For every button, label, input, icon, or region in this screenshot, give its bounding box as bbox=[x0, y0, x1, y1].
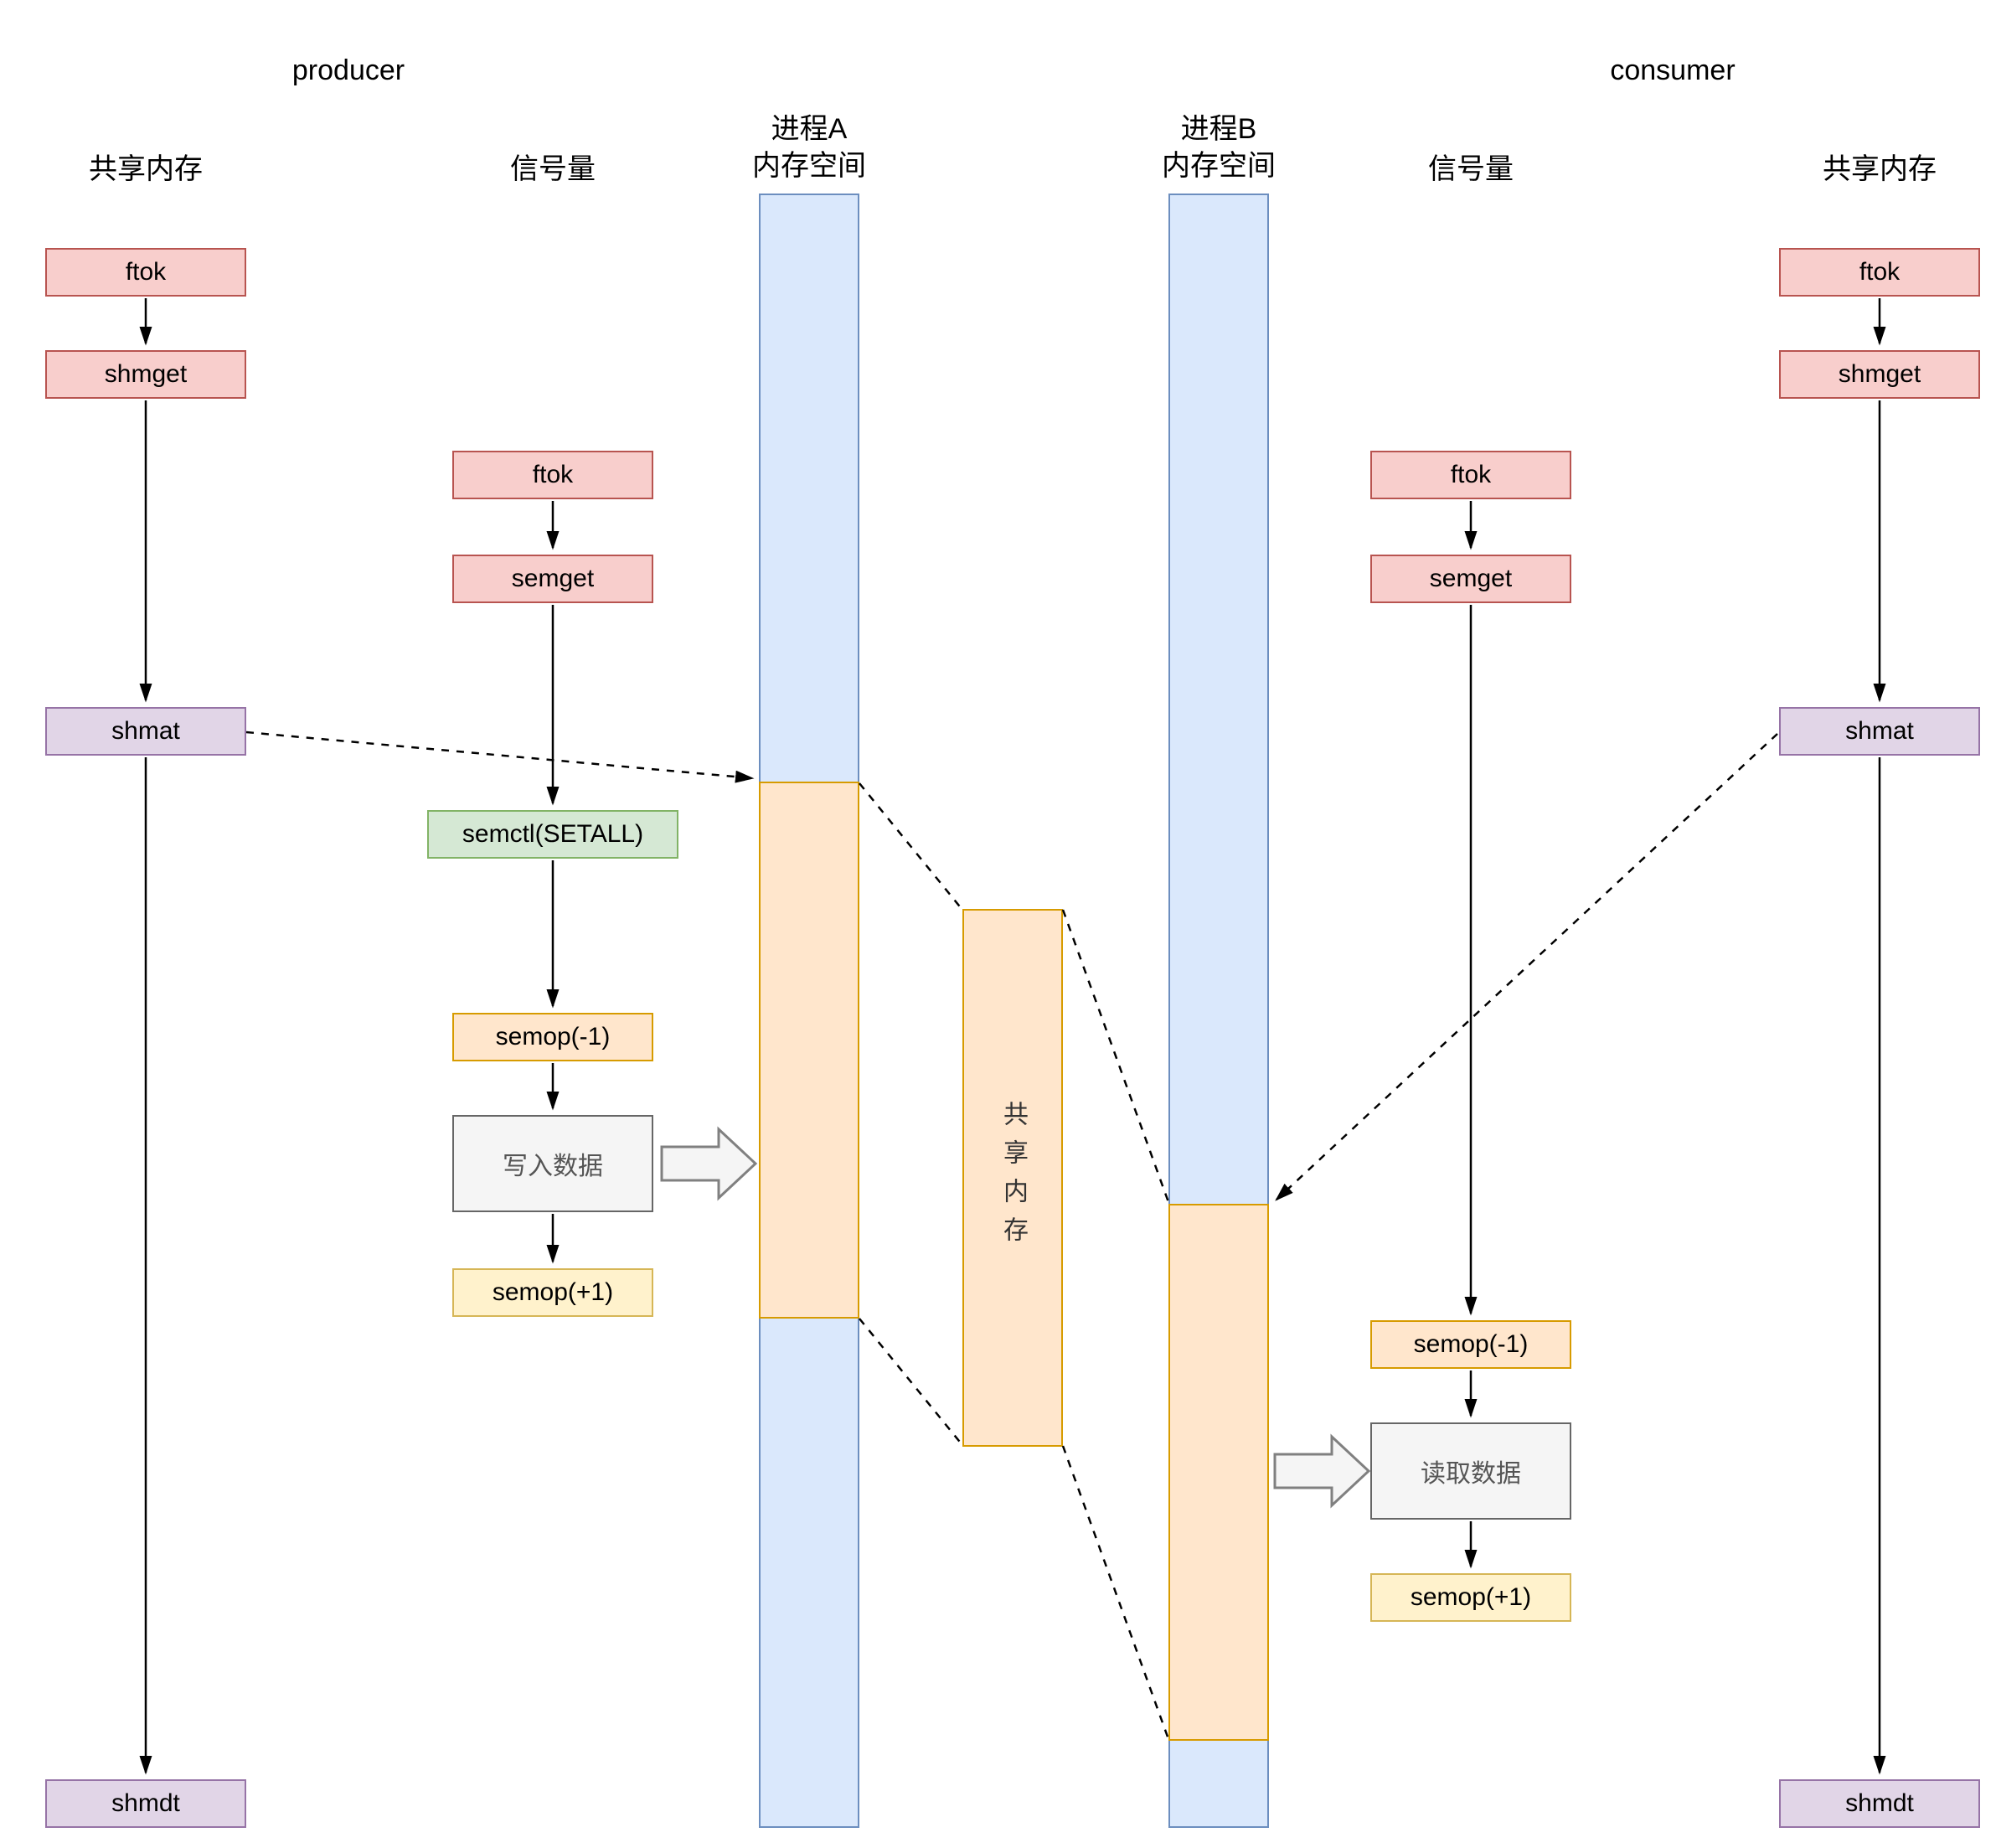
producer-title: producer bbox=[291, 54, 405, 86]
producer-shm-column-header: 共享内存 bbox=[89, 153, 203, 185]
dashed-link-shm-bottom-to-region-b bbox=[1061, 1445, 1170, 1740]
consumer-shm-shmget-box: shmget bbox=[1779, 350, 1980, 399]
shared-memory-bar-label: 共享内存 bbox=[999, 1101, 1027, 1255]
consumer-shm-shmdt-box: shmdt bbox=[1779, 1779, 1980, 1828]
producer-sem-semctl-box: semctl(SETALL) bbox=[427, 810, 678, 859]
producer-shm-shmat-box: shmat bbox=[45, 707, 246, 756]
consumer-sem-semget-box: semget bbox=[1370, 555, 1571, 603]
producer-sem-semget-box: semget bbox=[452, 555, 653, 603]
shared-memory-bar: 共享内存 bbox=[962, 909, 1063, 1447]
consumer-sem-semop-plus-box: semop(+1) bbox=[1370, 1573, 1571, 1622]
dashed-arrow-producer-shmat-to-region-a bbox=[245, 730, 755, 783]
dashed-link-shm-top-to-region-b bbox=[1061, 909, 1170, 1203]
producer-shm-shmget-box: shmget bbox=[45, 350, 246, 399]
dashed-arrow-consumer-shmat-to-region-b bbox=[1275, 733, 1778, 1201]
consumer-sem-ftok-box: ftok bbox=[1370, 451, 1571, 499]
consumer-sem-semop-minus-box: semop(-1) bbox=[1370, 1320, 1571, 1369]
process-a-mapped-region bbox=[759, 782, 859, 1319]
producer-write-data-box: 写入数据 bbox=[452, 1115, 653, 1212]
producer-sem-column-header: 信号量 bbox=[510, 153, 596, 185]
read-data-block-arrow-icon bbox=[1273, 1433, 1371, 1509]
dashed-link-region-a-bottom-to-shm bbox=[859, 1318, 963, 1446]
producer-shm-ftok-box: ftok bbox=[45, 248, 246, 297]
producer-sem-ftok-box: ftok bbox=[452, 451, 653, 499]
consumer-shm-ftok-box: ftok bbox=[1779, 248, 1980, 297]
consumer-sem-column-header: 信号量 bbox=[1428, 153, 1514, 185]
consumer-read-data-box: 读取数据 bbox=[1370, 1422, 1571, 1520]
consumer-shm-column-header: 共享内存 bbox=[1823, 153, 1937, 185]
consumer-shm-shmat-box: shmat bbox=[1779, 707, 1980, 756]
write-data-block-arrow-icon bbox=[660, 1126, 758, 1201]
consumer-title: consumer bbox=[1610, 54, 1736, 86]
process-b-mapped-region bbox=[1168, 1204, 1269, 1741]
producer-shm-shmdt-box: shmdt bbox=[45, 1779, 246, 1828]
process-a-column-header: 进程A 内存空间 bbox=[752, 113, 866, 183]
producer-sem-semop-minus-box: semop(-1) bbox=[452, 1013, 653, 1061]
producer-sem-semop-plus-box: semop(+1) bbox=[452, 1268, 653, 1317]
dashed-link-region-a-top-to-shm bbox=[859, 782, 963, 911]
process-b-column-header: 进程B 内存空间 bbox=[1162, 113, 1276, 183]
